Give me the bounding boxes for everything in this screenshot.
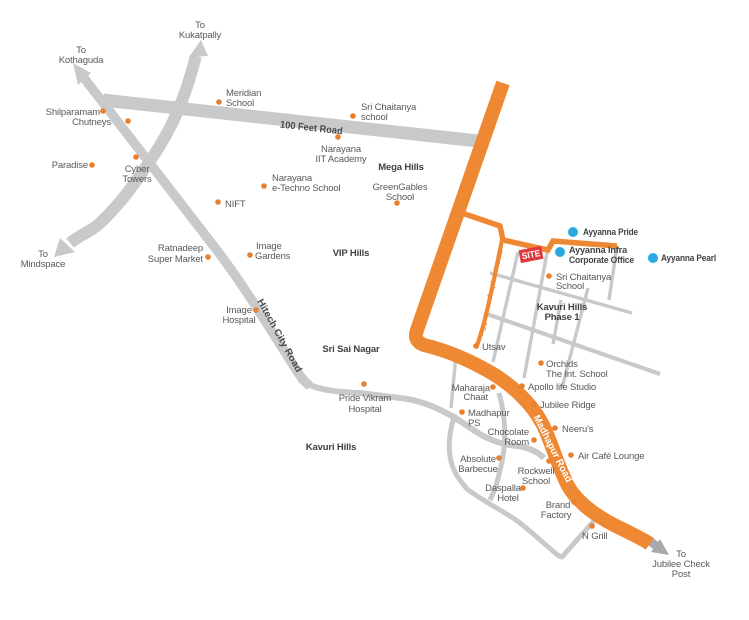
svg-text:Factory: Factory xyxy=(541,510,572,521)
svg-text:Ayyanna Infra: Ayyanna Infra xyxy=(569,245,628,256)
svg-text:Daspalla: Daspalla xyxy=(485,483,522,494)
svg-text:Hospital: Hospital xyxy=(222,315,255,326)
svg-text:Narayana: Narayana xyxy=(321,144,362,155)
svg-text:Hospital: Hospital xyxy=(348,404,381,415)
svg-text:Ayyanna Pride: Ayyanna Pride xyxy=(583,227,638,238)
svg-text:e-Techno School: e-Techno School xyxy=(272,183,341,194)
svg-text:Madhapur: Madhapur xyxy=(468,408,510,419)
svg-text:Sri Chaitanya: Sri Chaitanya xyxy=(556,272,612,283)
svg-text:Phase 1: Phase 1 xyxy=(545,312,581,323)
svg-text:Orchids: Orchids xyxy=(546,359,578,370)
svg-text:School: School xyxy=(522,476,550,487)
svg-text:Kothaguda: Kothaguda xyxy=(59,55,104,66)
svg-text:Kavuri Hills: Kavuri Hills xyxy=(537,302,587,313)
svg-text:Post: Post xyxy=(672,569,691,580)
svg-text:GreenGables: GreenGables xyxy=(373,182,428,193)
svg-text:To: To xyxy=(38,249,48,260)
svg-text:Super Market: Super Market xyxy=(148,254,204,265)
svg-text:Mindspace: Mindspace xyxy=(21,259,66,270)
svg-text:Corporate Office: Corporate Office xyxy=(569,255,634,266)
svg-text:Image: Image xyxy=(226,305,252,316)
svg-text:Shilparamam: Shilparamam xyxy=(46,107,101,118)
svg-text:Jubilee Check: Jubilee Check xyxy=(652,559,710,570)
svg-text:School: School xyxy=(556,281,584,292)
svg-text:Pride Vikram: Pride Vikram xyxy=(339,393,392,404)
svg-text:School: School xyxy=(386,192,414,203)
svg-text:IIT Academy: IIT Academy xyxy=(316,154,367,165)
svg-text:The Int. School: The Int. School xyxy=(546,369,608,380)
svg-text:Kavuri Hills: Kavuri Hills xyxy=(306,442,356,453)
svg-text:School: School xyxy=(226,98,254,109)
svg-text:Jubilee Ridge: Jubilee Ridge xyxy=(540,400,596,411)
svg-text:Air Café Lounge: Air Café Lounge xyxy=(578,451,644,462)
svg-text:Paradise: Paradise xyxy=(52,160,88,171)
svg-text:To: To xyxy=(76,45,86,56)
svg-text:Meridian: Meridian xyxy=(226,88,261,99)
svg-text:Chocolate: Chocolate xyxy=(488,427,529,438)
svg-text:VIP Hills: VIP Hills xyxy=(333,248,370,259)
svg-text:To: To xyxy=(195,20,205,31)
svg-text:Sri Sai Nagar: Sri Sai Nagar xyxy=(322,344,380,355)
svg-text:Chutneys: Chutneys xyxy=(72,117,111,128)
svg-text:Cyber: Cyber xyxy=(125,164,150,175)
svg-text:Room: Room xyxy=(504,437,529,448)
svg-text:Hotel: Hotel xyxy=(497,493,518,504)
svg-text:Barbecue: Barbecue xyxy=(458,464,497,475)
svg-text:Maharaja: Maharaja xyxy=(452,383,491,394)
svg-text:Apollo life Studio: Apollo life Studio xyxy=(528,382,596,393)
svg-text:Ayyanna Pearl: Ayyanna Pearl xyxy=(661,253,716,264)
svg-text:Chaat: Chaat xyxy=(463,392,488,403)
svg-text:Absolute: Absolute xyxy=(460,454,496,465)
svg-text:Rockwell: Rockwell xyxy=(518,466,555,477)
svg-text:Sri Chaitanya: Sri Chaitanya xyxy=(361,102,417,113)
svg-text:Brand: Brand xyxy=(546,500,571,511)
svg-text:Towers: Towers xyxy=(122,174,152,185)
svg-text:NIFT: NIFT xyxy=(225,199,246,210)
svg-text:Narayana: Narayana xyxy=(272,173,313,184)
svg-text:Kukatpally: Kukatpally xyxy=(179,30,222,41)
svg-text:N Grill: N Grill xyxy=(582,531,607,542)
svg-text:Image: Image xyxy=(256,241,282,252)
svg-text:To: To xyxy=(676,549,686,560)
svg-text:Gardens: Gardens xyxy=(255,251,291,262)
svg-text:PS: PS xyxy=(468,418,480,429)
svg-text:Utsav: Utsav xyxy=(482,342,506,353)
svg-text:Ratnadeep: Ratnadeep xyxy=(158,243,203,254)
svg-text:Neeru's: Neeru's xyxy=(562,424,594,435)
svg-text:school: school xyxy=(361,112,388,123)
svg-text:SITE: SITE xyxy=(521,248,541,261)
svg-text:Mega Hills: Mega Hills xyxy=(378,162,424,173)
